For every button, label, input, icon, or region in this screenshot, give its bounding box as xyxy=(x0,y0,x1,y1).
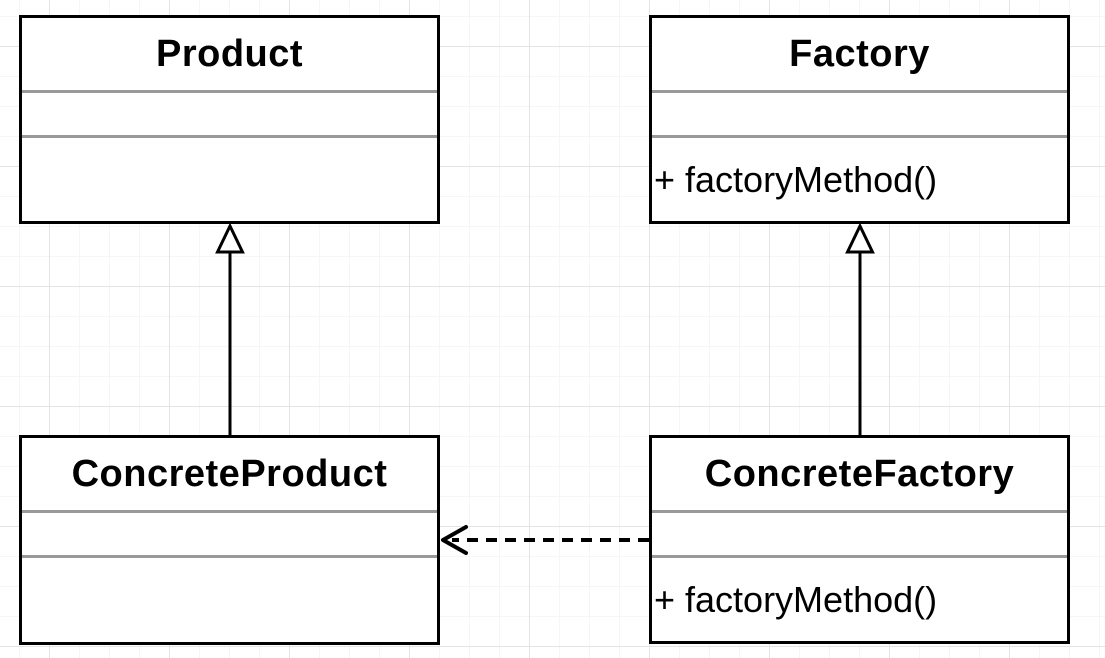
class-methods-factory: + factoryMethod() xyxy=(654,158,938,200)
generalization-arrow-concreteproduct-to-product[interactable] xyxy=(215,222,245,435)
class-methods-concrete-product xyxy=(22,558,437,642)
class-attributes-product xyxy=(22,93,437,138)
class-attributes-concrete-factory xyxy=(652,513,1067,558)
class-methods-product xyxy=(22,138,437,221)
generalization-arrow-concretefactory-to-factory[interactable] xyxy=(845,222,875,435)
class-attributes-factory xyxy=(652,93,1067,138)
class-title-product: Product xyxy=(22,18,437,93)
class-box-factory[interactable]: Factory + factoryMethod() xyxy=(649,15,1070,224)
hollow-triangle-arrowhead-icon xyxy=(215,222,245,254)
dependency-arrow-concretefactory-to-concreteproduct[interactable] xyxy=(441,525,649,555)
class-title-factory: Factory xyxy=(652,18,1067,93)
hollow-triangle-arrowhead-icon xyxy=(845,222,875,254)
class-box-concrete-factory[interactable]: ConcreteFactory + factoryMethod() xyxy=(649,435,1070,644)
class-box-concrete-product[interactable]: ConcreteProduct xyxy=(19,435,440,645)
class-methods-concrete-factory: + factoryMethod() xyxy=(654,578,938,620)
open-arrowhead-icon xyxy=(441,525,468,555)
class-attributes-concrete-product xyxy=(22,513,437,558)
class-title-concrete-product: ConcreteProduct xyxy=(22,438,437,513)
class-box-product[interactable]: Product xyxy=(19,15,440,224)
class-title-concrete-factory: ConcreteFactory xyxy=(652,438,1067,513)
